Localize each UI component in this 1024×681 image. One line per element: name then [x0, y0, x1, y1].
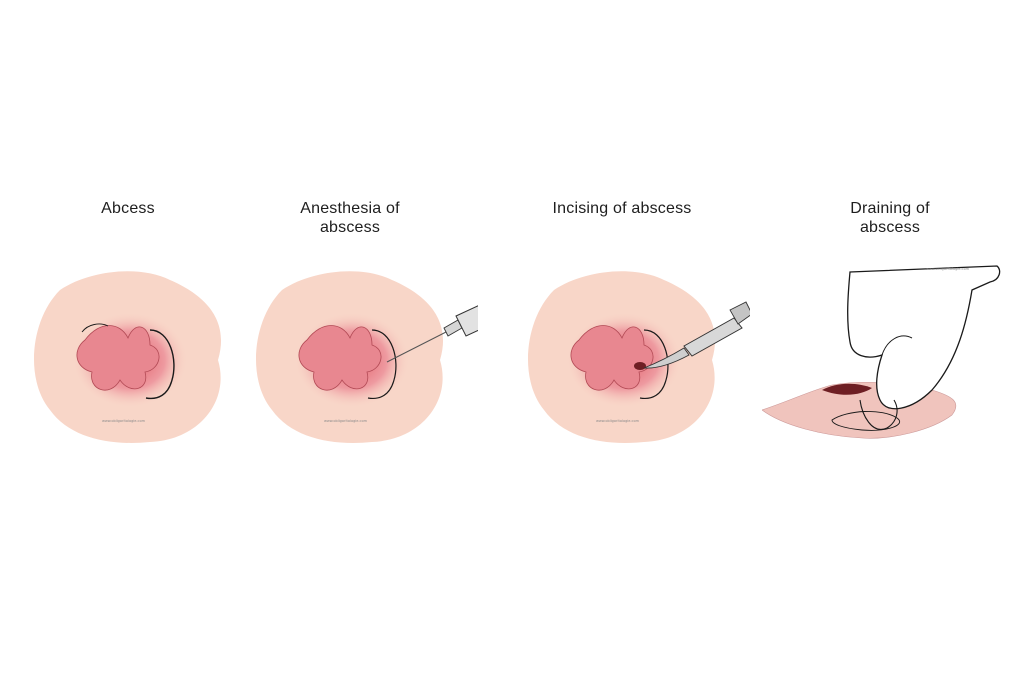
abscess-outline [145, 329, 175, 400]
step-title-line2: abscess [319, 219, 381, 236]
watermark: www.obligoritologie.com [324, 419, 368, 423]
abscess-outline [639, 329, 669, 400]
abscess-illustration: www.obligoritologie.com [33, 271, 222, 443]
wound-cavity [822, 383, 872, 395]
swirl-motion [831, 410, 900, 431]
tissue-folds [76, 325, 160, 391]
step-title-line1: Incising of abscess [552, 200, 692, 217]
step-title-line1: Anesthesia of [300, 200, 400, 217]
step-title-line2: abscess [859, 219, 921, 236]
incising-illustration: www.obligoritologie.com [527, 271, 750, 443]
watermark: www.obligoritologie.com [102, 419, 146, 423]
step-abscess: Abcess www.obligoritologie.com [0, 0, 256, 681]
syringe-icon [386, 305, 478, 363]
skin-fold [81, 323, 109, 333]
incision-wound [634, 362, 646, 370]
scalpel-icon [643, 301, 750, 369]
tissue-folds [298, 325, 382, 391]
watermark: www.obligoritologie.com [926, 267, 970, 271]
step-title: Incising of abscess [494, 199, 750, 218]
step-title: Draining of abscess [762, 199, 1018, 237]
step-title-line1: Abcess [101, 200, 155, 217]
step-anesthesia: Anesthesia of abscess www.obligoritologi… [222, 0, 478, 681]
draining-illustration: www.obligoritologie.com [762, 265, 1001, 439]
step-draining: Draining of abscess www.obligoritologie.… [762, 0, 1018, 681]
step-title-line1: Draining of [850, 200, 930, 217]
watermark: www.obligoritologie.com [596, 419, 640, 423]
step-title: Abcess [0, 199, 256, 218]
anesthesia-illustration: www.obligoritologie.com [255, 271, 478, 443]
step-incising: Incising of abscess www.obligoritologie.… [494, 0, 750, 681]
abscess-outline [367, 329, 397, 400]
tissue-folds [570, 325, 654, 391]
step-title: Anesthesia of abscess [222, 199, 478, 237]
finger-icon [847, 265, 1001, 430]
